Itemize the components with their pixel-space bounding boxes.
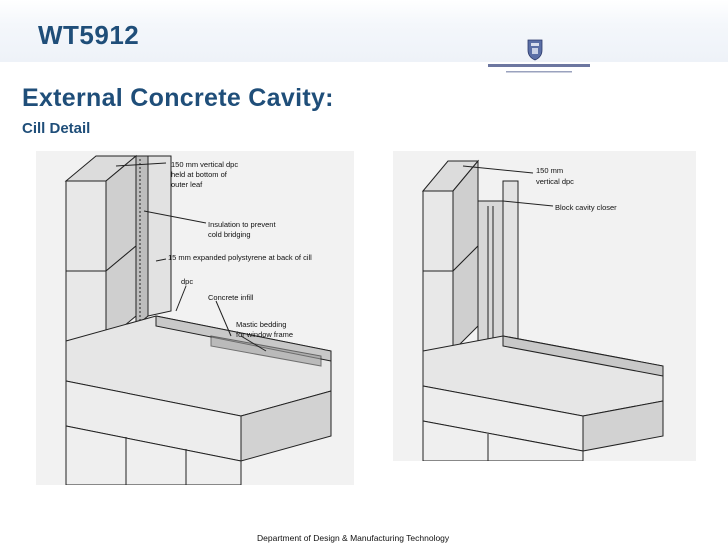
label-dpc: dpc xyxy=(181,277,193,286)
label-insulation-line-1: Insulation to prevent xyxy=(208,220,276,229)
label-dpc-line-2: vertical dpc xyxy=(536,177,574,186)
label-dpc-vertical-line-3: outer leaf xyxy=(171,180,203,189)
label-dpc-line-1: 150 mm xyxy=(536,166,563,175)
slide-title: External Concrete Cavity: xyxy=(22,84,334,112)
label-block-cavity-closer: Block cavity closer xyxy=(555,203,617,212)
university-logo xyxy=(488,39,590,73)
label-dpc-vertical-line-2: held at bottom of xyxy=(171,170,228,179)
course-code: WT5912 xyxy=(38,20,140,50)
label-insulation-line-2: cold bridging xyxy=(208,230,251,239)
label-concrete-infill: Concrete infill xyxy=(208,293,254,302)
header-bar xyxy=(0,0,728,62)
label-polystyrene: 15 mm expanded polystyrene at back of ci… xyxy=(168,253,312,262)
label-dpc-vertical-line-1: 150 mm vertical dpc xyxy=(171,160,238,169)
cill-drawing-left: 150 mm vertical dpc held at bottom of ou… xyxy=(36,151,354,485)
cill-drawing-left-svg: 150 mm vertical dpc held at bottom of ou… xyxy=(64,154,332,485)
footer-department: Department of Design & Manufacturing Tec… xyxy=(257,533,450,543)
label-mastic-line-2: for window frame xyxy=(236,330,293,339)
label-mastic-line-1: Mastic bedding xyxy=(236,320,286,329)
cill-drawing-right-svg: 150 mm vertical dpc Block cavity closer xyxy=(421,159,664,461)
cill-drawing-right: 150 mm vertical dpc Block cavity closer xyxy=(393,151,696,461)
slide-subtitle: Cill Detail xyxy=(22,120,91,137)
